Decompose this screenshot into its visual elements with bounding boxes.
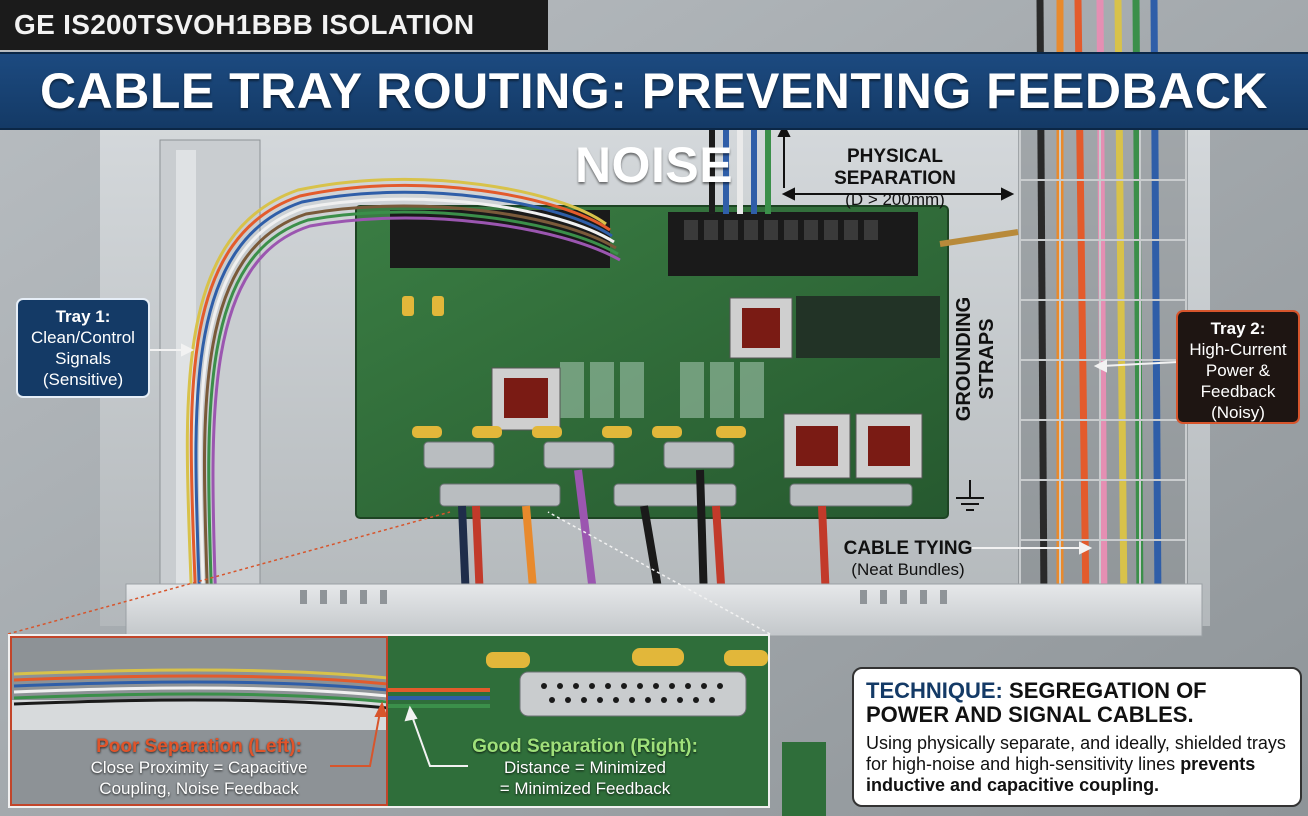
technique-body: Using physically separate, and ideally, … bbox=[866, 733, 1288, 796]
tray1-title: Tray 1: bbox=[55, 307, 111, 326]
cable-tying-label: CABLE TYING (Neat Bundles) bbox=[842, 538, 974, 580]
good-separation-title: Good Separation (Right): bbox=[472, 736, 698, 757]
poor-separation-line-2: Coupling, Noise Feedback bbox=[99, 779, 299, 798]
zoom-guide-lines bbox=[7, 511, 451, 635]
separation-arrow bbox=[777, 123, 1015, 201]
physical-separation-detail: (D > 200mm) bbox=[845, 190, 945, 209]
technique-lead: TECHNIQUE: bbox=[866, 678, 1003, 703]
tray1-line-1: Clean/Control bbox=[31, 328, 135, 347]
technique-body-text: Using physically separate, and ideally, … bbox=[866, 733, 1286, 774]
pcb-board bbox=[355, 205, 949, 519]
leader-lines bbox=[150, 343, 1179, 555]
technique-heading-rest: SEGREGATION OF POWER AND SIGNAL CABLES. bbox=[866, 678, 1207, 727]
poor-separation-line-1: Close Proximity = Capacitive bbox=[90, 758, 308, 777]
system-label: GE IS200TSVOH1BBB ISOLATION SYSTEM bbox=[0, 0, 548, 90]
cable-tying-detail: (Neat Bundles) bbox=[851, 560, 965, 579]
ground-symbol-icon bbox=[956, 480, 984, 511]
wire-duct bbox=[125, 583, 1203, 637]
poor-separation-caption: Poor Separation (Left): Close Proximity … bbox=[40, 736, 358, 799]
technique-emphasis: prevents inductive and capacitive coupli… bbox=[866, 754, 1256, 795]
good-separation-caption: Good Separation (Right): Distance = Mini… bbox=[460, 736, 710, 799]
tray2-callout: Tray 2: High-Current Power & Feedback (N… bbox=[1176, 310, 1300, 424]
tray1-line-2: Signals bbox=[55, 349, 111, 368]
good-separation-line-2: = Minimized Feedback bbox=[499, 779, 671, 798]
tray1-line-3: (Sensitive) bbox=[42, 370, 124, 389]
technique-box: TECHNIQUE: SEGREGATION OF POWER AND SIGN… bbox=[852, 667, 1302, 807]
inset-frame bbox=[8, 634, 770, 808]
good-separation-line-1: Distance = Minimized bbox=[503, 758, 667, 777]
cable-tying-title: CABLE TYING bbox=[843, 538, 973, 559]
inset-photo bbox=[10, 636, 768, 806]
tray2-line-2: Power & bbox=[1205, 361, 1271, 380]
tray2-title: Tray 2: bbox=[1210, 319, 1266, 338]
tray2-line-1: High-Current bbox=[1189, 340, 1287, 359]
tray1-callout: Tray 1: Clean/Control Signals (Sensitive… bbox=[16, 298, 150, 398]
tray2-line-3: Feedback bbox=[1200, 382, 1276, 401]
inset-poor-frame bbox=[10, 636, 388, 806]
page-title: CABLE TRAY ROUTING: PREVENTING FEEDBACK … bbox=[0, 52, 1308, 193]
tray2-line-4: (Noisy) bbox=[1211, 403, 1265, 422]
grounding-strap bbox=[939, 229, 1019, 247]
physical-separation-title: PHYSICAL SEPARATION bbox=[834, 146, 956, 189]
physical-separation-label: PHYSICAL SEPARATION (D > 200mm) bbox=[790, 146, 1000, 210]
grounding-straps-label: GROUNDING STRAPS bbox=[953, 296, 998, 422]
technique-heading: TECHNIQUE: SEGREGATION OF POWER AND SIGN… bbox=[866, 679, 1288, 727]
tray1-cable-bundle bbox=[185, 177, 621, 611]
poor-separation-title: Poor Separation (Left): bbox=[96, 736, 302, 757]
top-cables bbox=[709, 126, 771, 214]
